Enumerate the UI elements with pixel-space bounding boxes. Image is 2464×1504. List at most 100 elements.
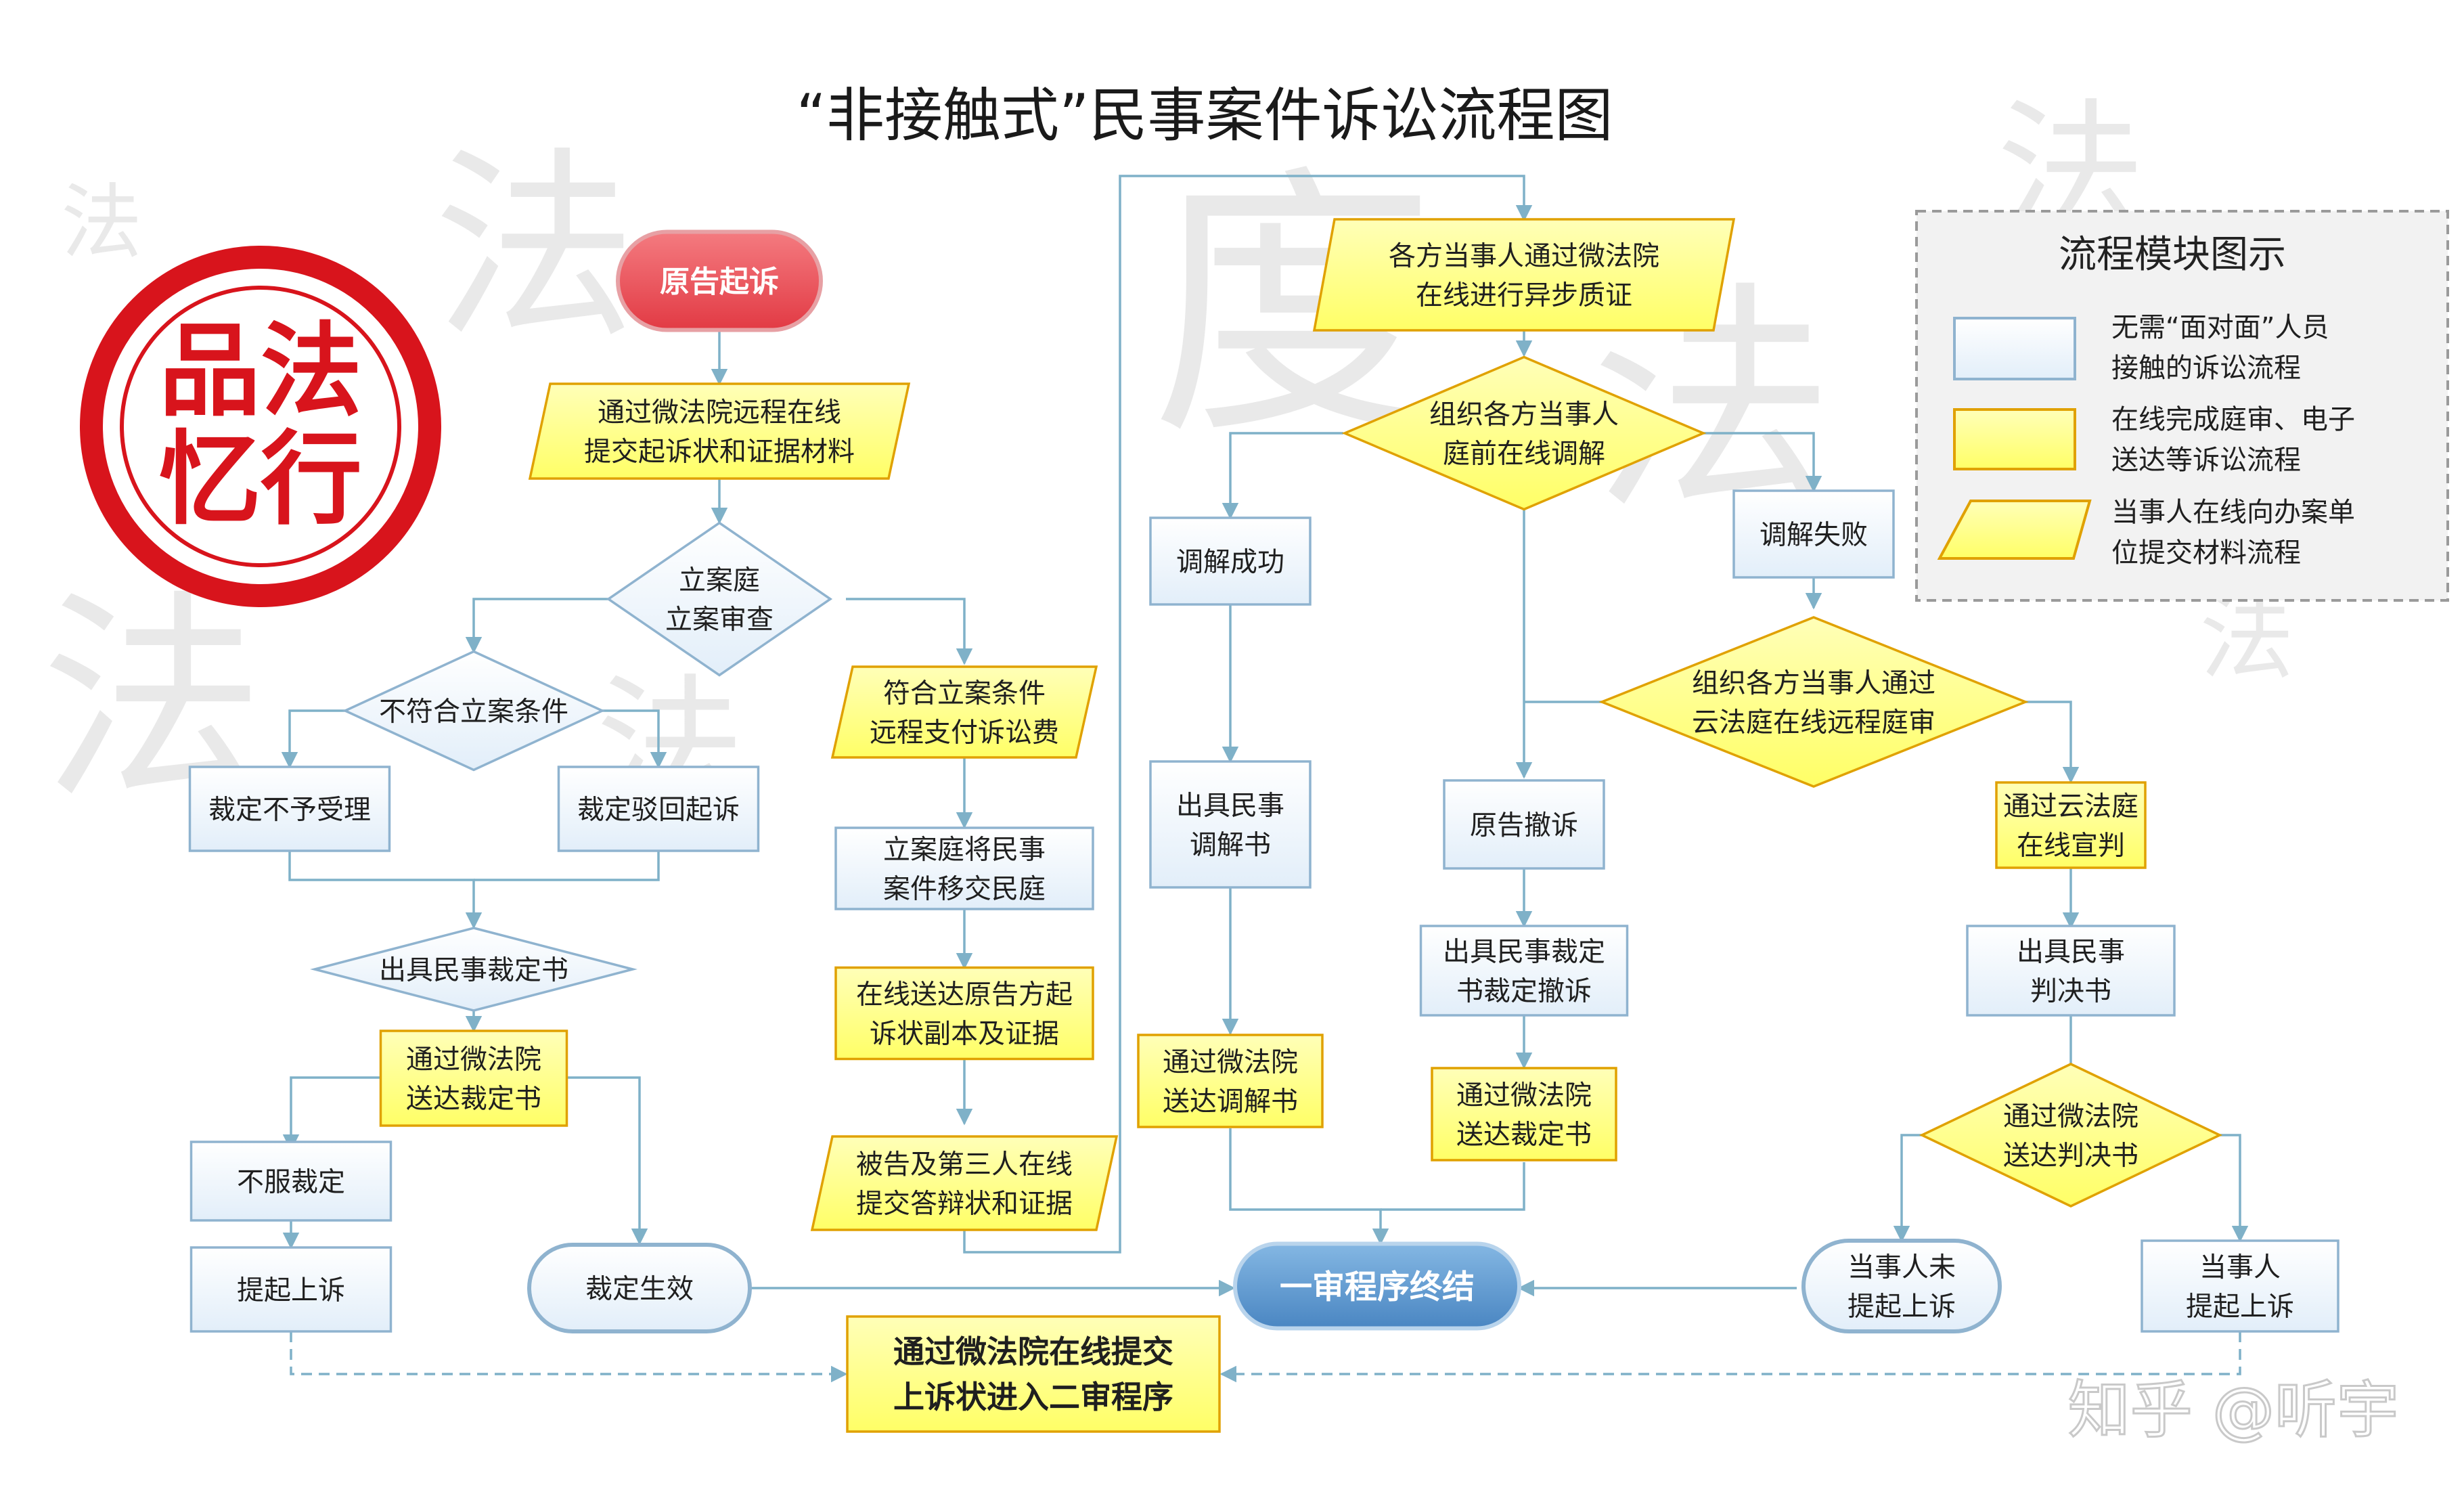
legend-item-label: 送达等诉讼流程 xyxy=(2111,445,2301,476)
node-shape xyxy=(1233,1241,1521,1331)
node-label: 通过微法院 xyxy=(2003,1101,2138,1132)
node-label: 当事人未 xyxy=(1847,1252,1956,1283)
node-shape xyxy=(1443,779,1605,870)
node-shape xyxy=(1149,516,1312,606)
seal-text-top: 品法 xyxy=(159,311,362,430)
node-label: 判决书 xyxy=(2030,975,2111,1007)
node-label: 远程支付诉讼费 xyxy=(870,717,1059,748)
node-label: 立案庭将民事 xyxy=(883,834,1046,865)
connector-lines xyxy=(281,175,2249,1383)
legend-item-label: 无需“面对面”人员 xyxy=(2111,312,2329,343)
node-label: 一审程序终结 xyxy=(1280,1268,1475,1306)
node-label: 通过微法院 xyxy=(1163,1046,1298,1078)
seal-text-bottom: 忆行 xyxy=(159,420,362,539)
node-shape xyxy=(189,1246,393,1333)
node-reject-suit: 裁定驳回起诉 xyxy=(557,766,760,852)
legend-item-label: 在线完成庭审、电子 xyxy=(2111,404,2355,435)
node-label: 通过云法庭 xyxy=(2003,791,2138,822)
node-label: 案件移交民庭 xyxy=(883,873,1046,904)
node-label: 各方当事人通过微法院 xyxy=(1389,240,1659,271)
node-shape xyxy=(1732,489,1895,579)
node-label: 调解失败 xyxy=(1760,519,1868,550)
node-shape xyxy=(1419,925,1629,1017)
legend-swatch-blue xyxy=(1953,317,2076,380)
node-reject-accept: 裁定不予受理 xyxy=(188,766,391,852)
node-start: 原告起诉 xyxy=(616,229,823,332)
node-mediate-fail: 调解失败 xyxy=(1732,489,1895,579)
node-shape xyxy=(527,1243,752,1333)
node-label: 组织各方当事人 xyxy=(1429,399,1619,430)
node-disagree: 不服裁定 xyxy=(189,1141,393,1222)
node-label: 云法庭在线远程庭审 xyxy=(1692,707,1935,738)
node-label: 在线宣判 xyxy=(2017,830,2125,861)
credit-watermark: 知乎 @听宇 xyxy=(2068,1374,2399,1446)
node-label: 通过微法院远程在线 xyxy=(598,397,841,428)
node-withdraw: 原告撤诉 xyxy=(1443,779,1605,870)
node-shape xyxy=(379,1030,568,1127)
node-shape xyxy=(528,382,911,480)
node-label: 送达裁定书 xyxy=(406,1083,541,1114)
node-label: 通过微法院 xyxy=(1456,1080,1592,1111)
node-shape xyxy=(834,966,1094,1061)
node-shape xyxy=(1801,1239,2002,1333)
node-label: 不符合立案条件 xyxy=(379,696,568,727)
node-label: 提交答辩状和证据 xyxy=(856,1188,1073,1219)
node-label: 提起上诉 xyxy=(2186,1291,2294,1322)
node-label: 原告起诉 xyxy=(660,265,779,299)
node-shape xyxy=(310,927,637,1012)
node-shape xyxy=(1995,781,2147,869)
node-label: 裁定生效 xyxy=(585,1273,694,1304)
node-label: 组织各方当事人通过 xyxy=(1692,667,1935,699)
node-label: 送达调解书 xyxy=(1163,1086,1298,1117)
watermark-char: 法 xyxy=(61,176,142,270)
node-label: 提起上诉 xyxy=(1847,1291,1956,1322)
node-shape xyxy=(810,1135,1119,1231)
node-shape xyxy=(1966,925,2176,1017)
seal-stamp: 品法 忆行 xyxy=(80,246,441,607)
node-shape xyxy=(1598,616,2029,788)
node-label: 在线送达原告方起 xyxy=(856,979,1073,1010)
node-shape xyxy=(2141,1239,2339,1333)
node-label: 出具民事裁定 xyxy=(1443,936,1605,967)
legend-title: 流程模块图示 xyxy=(2059,233,2286,277)
node-shape xyxy=(1137,1034,1324,1128)
node-shape xyxy=(830,665,1098,759)
node-label: 被告及第三人在线 xyxy=(856,1149,1073,1180)
legend-swatch-yellow xyxy=(1953,408,2076,470)
page-title: “非接触式”民事案件诉讼流程图 xyxy=(796,82,1613,150)
node-shape xyxy=(606,521,833,677)
node-ruling-effective: 裁定生效 xyxy=(527,1243,752,1333)
node-label: 出具民事 xyxy=(1176,790,1284,821)
legend-swatch-parallelogram xyxy=(1937,500,2092,560)
legend-item-label: 接触的诉讼流程 xyxy=(2111,353,2301,384)
node-label: 裁定不予受理 xyxy=(208,794,371,825)
node-label: 提起上诉 xyxy=(237,1275,345,1306)
node-label: 调解书 xyxy=(1190,829,1271,860)
node-label: 提交起诉状和证据材料 xyxy=(584,436,855,467)
node-shape xyxy=(1312,218,1736,332)
node-shape xyxy=(616,229,823,332)
node-label: 立案庭 xyxy=(679,565,760,596)
node-shape xyxy=(1919,1063,2223,1208)
node-label: 原告撤诉 xyxy=(1470,810,1578,841)
node-label: 立案审查 xyxy=(665,604,774,635)
node-label: 上诉状进入二审程序 xyxy=(893,1379,1173,1415)
node-label: 诉状副本及证据 xyxy=(870,1018,1059,1049)
node-notqualified: 不符合立案条件 xyxy=(342,650,606,772)
node-shape xyxy=(189,1141,393,1222)
